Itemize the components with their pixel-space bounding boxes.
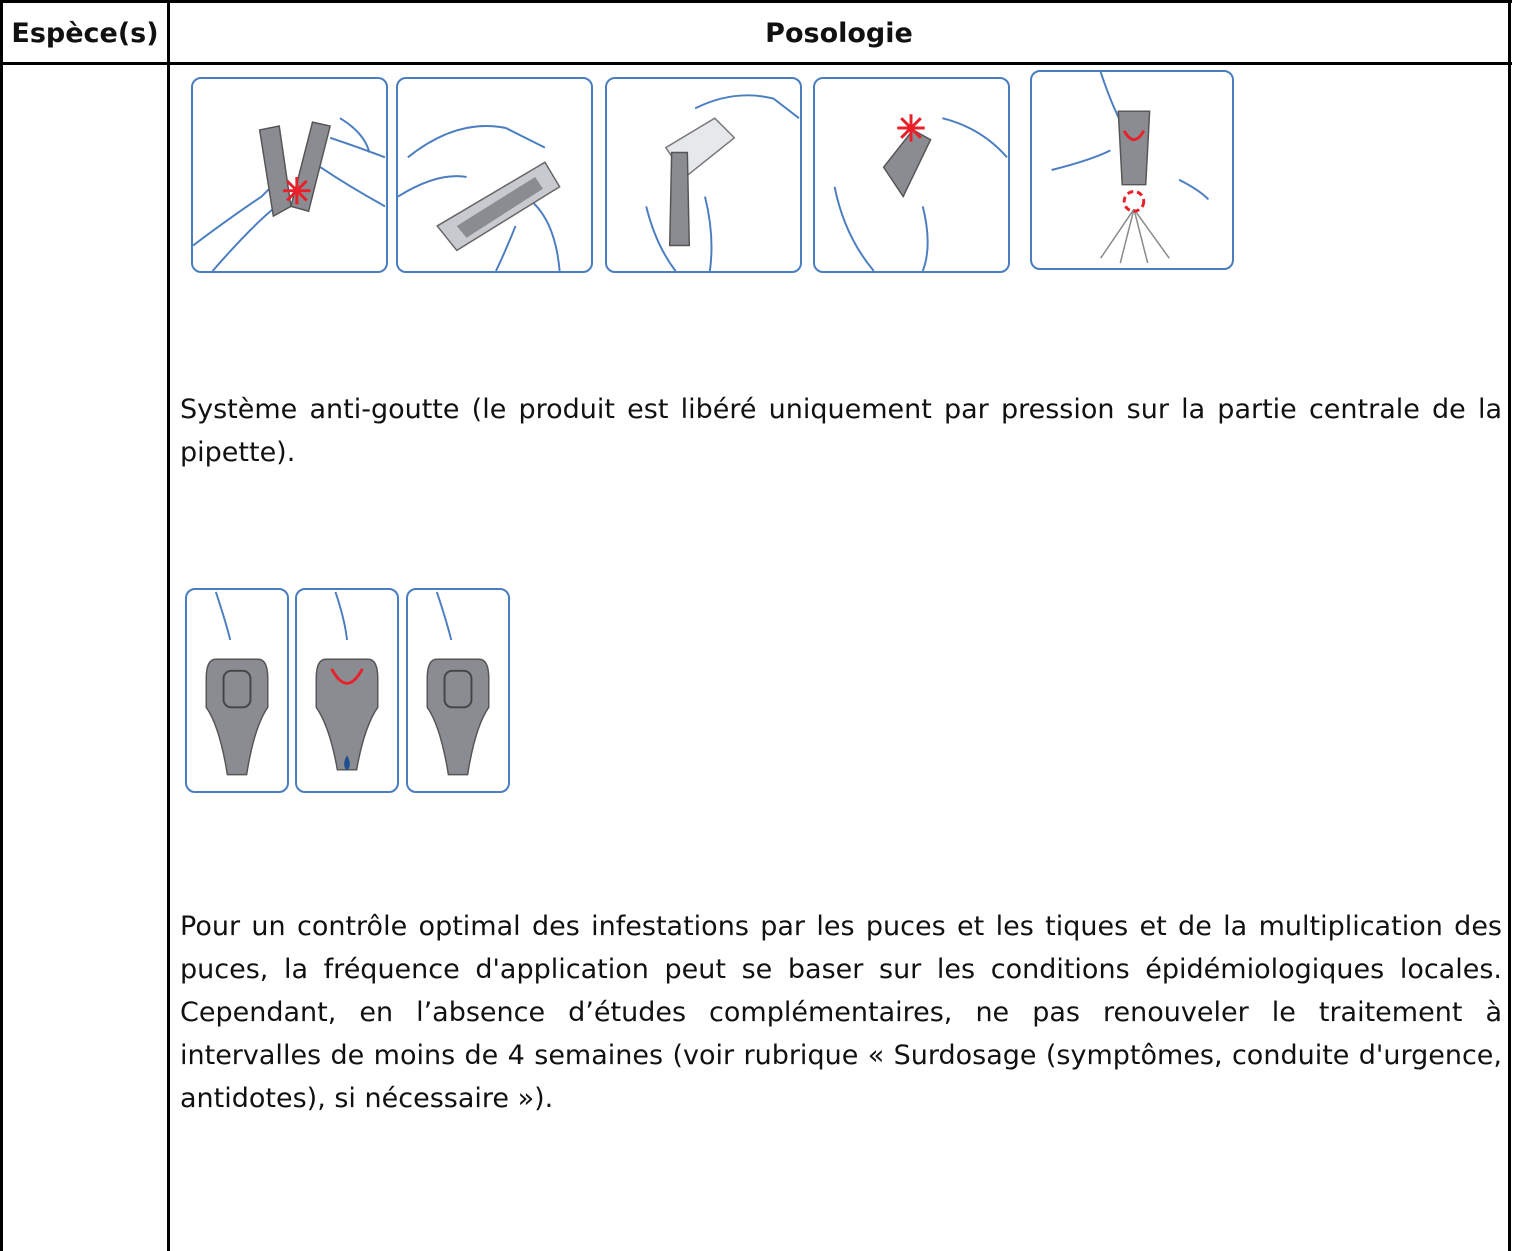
step-3-remove-pipette-image (605, 77, 802, 273)
table-border-left (0, 0, 3, 1251)
table-column-divider (167, 0, 170, 1251)
paragraph-antidrip: Système anti-goutte (le produit est libé… (180, 394, 1502, 468)
table-border-top (0, 0, 1512, 3)
antidrip-after-release-image (406, 588, 510, 793)
step-5-apply-on-skin-image (1030, 70, 1234, 270)
step-1-tear-blister-image (191, 77, 388, 273)
antidrip-press-release-image (295, 588, 399, 793)
step-4-snap-tip-image (813, 77, 1010, 273)
paragraph-frequency: Pour un contrôle optimal des infestation… (180, 911, 1502, 1114)
table-border-right (1508, 0, 1511, 1251)
step-2-open-blister-image (396, 77, 593, 273)
table-header-divider (0, 62, 1512, 65)
header-dosage: Posologie (765, 17, 913, 49)
antidrip-before-press-image (185, 588, 289, 793)
header-species: Espèce(s) (11, 17, 159, 49)
